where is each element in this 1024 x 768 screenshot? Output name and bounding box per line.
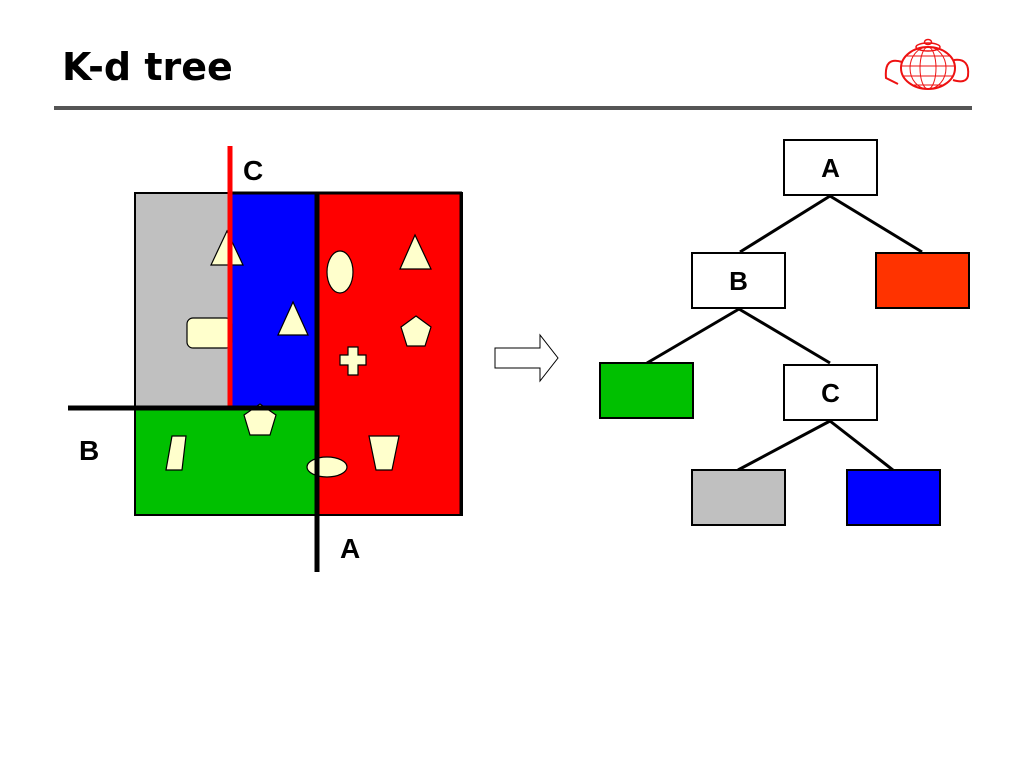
tree-edge [737, 419, 831, 472]
kd-tree: A B C [599, 139, 970, 526]
triangle-shape [399, 233, 432, 270]
rounded-rect-shape [186, 317, 233, 349]
teapot-icon [884, 38, 970, 90]
partition-diagram: C B A [68, 146, 463, 572]
split-label-b: B [79, 435, 99, 466]
tree-edge [738, 307, 831, 365]
split-label-a: A [340, 533, 360, 564]
triangle-shape [277, 300, 309, 336]
title-rule [54, 106, 972, 110]
tree-edge [829, 419, 894, 472]
parallelogram-shape [165, 435, 187, 471]
tree-node-b-label: B [729, 266, 748, 296]
tree-node-a-label: A [821, 153, 840, 183]
pentagon-shape [243, 403, 277, 436]
tree-edge [739, 194, 831, 254]
tree-leaf-gray [691, 469, 786, 526]
region-gray [135, 193, 230, 408]
pentagon-shape [400, 315, 432, 347]
ellipse-shape [306, 456, 348, 478]
tree-leaf-red [875, 252, 970, 309]
tree-leaf-green [599, 362, 694, 419]
hollow-arrow-right-icon [494, 333, 559, 383]
tree-node-a [783, 139, 878, 196]
tree-node-b [691, 252, 786, 309]
split-label-c: C [243, 155, 263, 186]
trapezoid-shape [368, 435, 400, 471]
region-green [135, 408, 317, 515]
tree-node-c [783, 364, 878, 421]
region-blue [230, 193, 317, 408]
tree-node-c-label: C [821, 378, 840, 408]
ellipse-shape [326, 250, 354, 294]
tree-edge [829, 194, 923, 254]
cross-shape [339, 346, 367, 376]
tree-edge [646, 307, 740, 365]
tree-leaf-blue [846, 469, 941, 526]
slide-title: K-d tree [62, 45, 233, 89]
triangle-shape [210, 229, 244, 266]
